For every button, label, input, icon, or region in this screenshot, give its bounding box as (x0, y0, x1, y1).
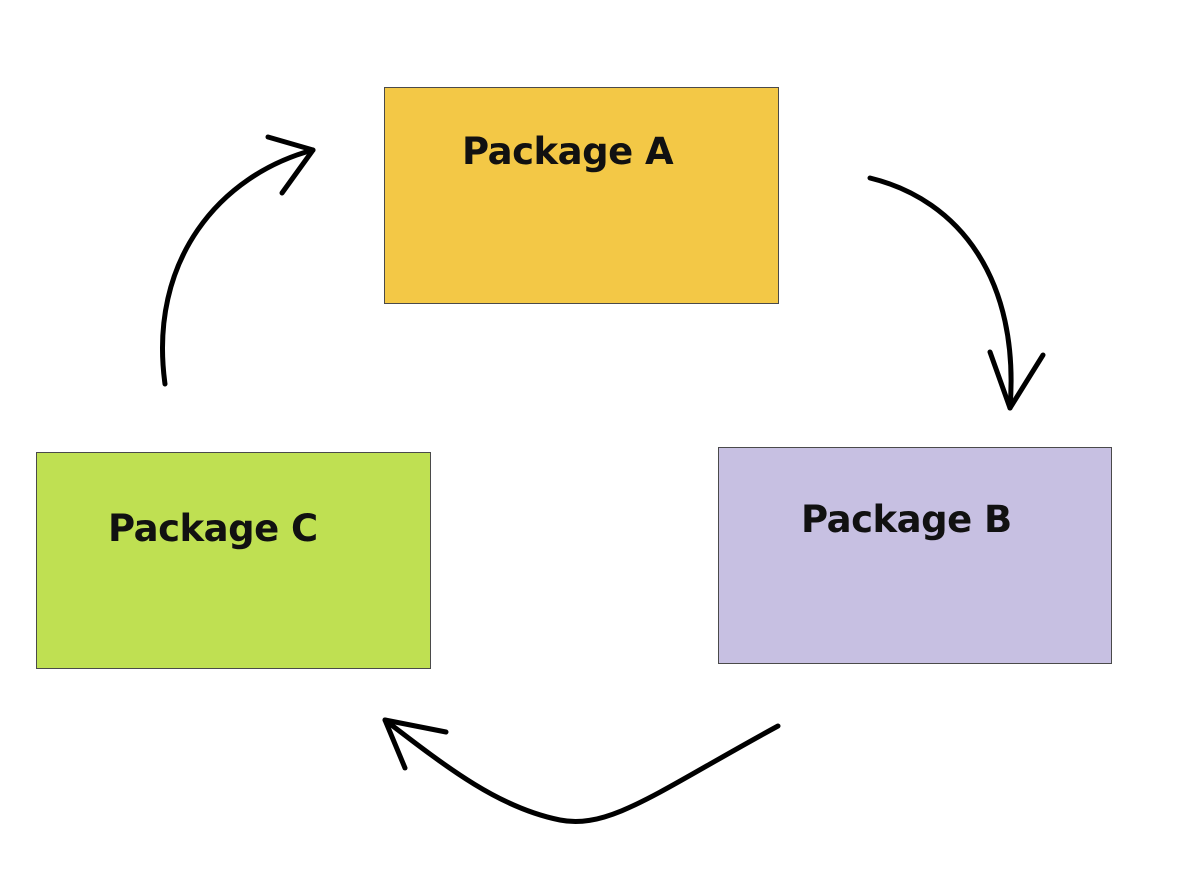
arrow-a-to-b (867, 175, 1014, 411)
arrow-b-to-c (382, 717, 781, 824)
arrow-c-to-a-head (265, 134, 316, 196)
package-b-label: Package B (801, 498, 1012, 541)
arrow-b-to-c-head (382, 717, 449, 771)
package-c-label: Package C (108, 507, 318, 550)
package-a-label: Package A (462, 130, 674, 173)
package-b-box: Package B (718, 447, 1112, 664)
arrow-a-to-b-head (987, 349, 1046, 411)
package-c-box: Package C (36, 452, 431, 669)
package-a-box: Package A (384, 87, 779, 304)
arrow-c-to-a (160, 147, 316, 387)
